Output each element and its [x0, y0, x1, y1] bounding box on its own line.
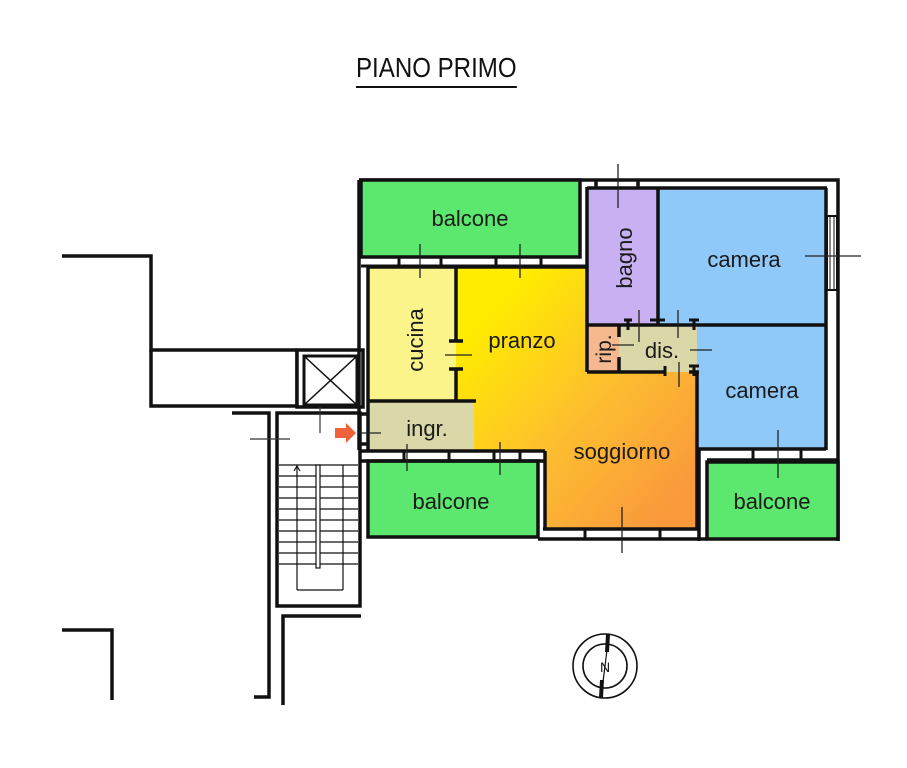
room-label-balcone-top: balcone [431, 206, 508, 231]
room-label-cucina: cucina [403, 307, 428, 371]
room-label-pranzo: pranzo [488, 328, 555, 353]
window-right [826, 215, 838, 291]
door-jambs [402, 318, 803, 539]
room-balcone-left: balcone [366, 459, 540, 539]
interior-walls [359, 180, 838, 541]
elevator-shaft [295, 348, 365, 409]
window-strip-top [361, 258, 587, 268]
plan-title: PIANO PRIMO [356, 52, 517, 88]
room-label-dis: dis. [645, 338, 679, 363]
room-balcone-top: balcone [359, 178, 582, 259]
room-disimpegno: dis. [619, 325, 697, 372]
room-label-balcone-left: balcone [412, 489, 489, 514]
staircase [250, 407, 362, 608]
room-ingresso: ingr. [369, 402, 474, 450]
room-label-bagno: bagno [612, 227, 637, 288]
room-camera-top: camera [659, 189, 825, 324]
room-label-balcone-right: balcone [733, 489, 810, 514]
north-compass-icon: N [572, 633, 638, 699]
room-camera-bottom: camera [697, 325, 825, 449]
room-label-soggiorno: soggiorno [574, 439, 671, 464]
entrance-arrow-icon [335, 423, 356, 443]
opening-markers [359, 164, 861, 553]
room-label-camera-bottom: camera [725, 378, 799, 403]
room-bagno: bagno [587, 189, 658, 325]
room-pranzo-soggiorno: pranzo soggiorno [456, 268, 697, 528]
room-label-rip: rip. [593, 334, 616, 363]
room-balcone-right: balcone [705, 460, 840, 541]
room-ripostiglio: rip. [587, 325, 619, 372]
room-cucina: cucina [369, 268, 456, 401]
room-label-camera-top: camera [707, 247, 781, 272]
room-label-ingr: ingr. [406, 416, 448, 441]
north-label: N [600, 659, 610, 675]
